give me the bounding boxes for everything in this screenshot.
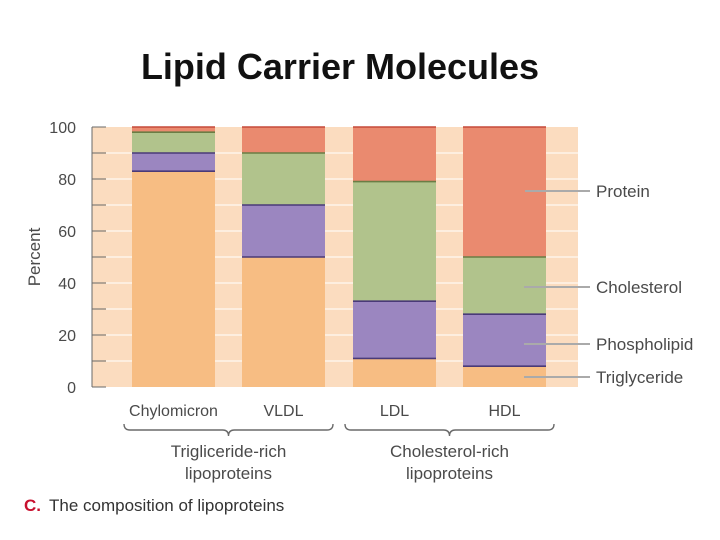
y-tick-label: 60 xyxy=(58,224,76,241)
legend-label: Cholesterol xyxy=(596,278,682,297)
caption-letter: C. xyxy=(24,496,41,515)
bar-segment-ldl-triglyceride xyxy=(353,358,436,387)
y-tick-label: 80 xyxy=(58,172,76,189)
bar-segment-ldl-cholesterol xyxy=(353,181,436,302)
y-tick-label: 20 xyxy=(58,328,76,345)
bar-segment-chylomicron-phospholipid xyxy=(132,153,215,172)
y-tick-label: 0 xyxy=(67,380,76,397)
x-tick-label: Chylomicron xyxy=(129,403,218,420)
bar-segment-hdl-cholesterol xyxy=(463,257,546,315)
legend-label: Phospholipid xyxy=(596,335,693,354)
group-bracket xyxy=(123,423,334,437)
bar-segment-chylomicron-cholesterol xyxy=(132,132,215,153)
group-label-line1: Trigliceride-rich xyxy=(171,442,287,461)
bar-segment-hdl-triglyceride xyxy=(463,366,546,387)
legend-label: Protein xyxy=(596,182,650,201)
x-tick-label: LDL xyxy=(380,403,409,420)
slide-title: Lipid Carrier Molecules xyxy=(140,46,540,87)
bar-segment-ldl-phospholipid xyxy=(353,301,436,359)
x-tick-label: VLDL xyxy=(263,403,303,420)
bar-segment-ldl-protein xyxy=(353,127,436,182)
x-tick-label: HDL xyxy=(488,403,520,420)
legend-label: Triglyceride xyxy=(596,368,683,387)
caption-text: The composition of lipoproteins xyxy=(49,496,285,515)
bar-segment-vldl-phospholipid xyxy=(242,205,325,257)
bar-segment-hdl-phospholipid xyxy=(463,314,546,367)
group-label-line1: Cholesterol-rich xyxy=(390,442,509,461)
bar-segment-vldl-triglyceride xyxy=(242,257,325,387)
y-tick-label: 100 xyxy=(49,120,76,137)
figure-caption: C. The composition of lipoproteins xyxy=(24,496,284,516)
y-tick-label: 40 xyxy=(58,276,76,293)
bar-segment-vldl-protein xyxy=(242,127,325,153)
y-axis-label: Percent xyxy=(25,227,44,286)
group-label-line2: lipoproteins xyxy=(185,464,272,483)
group-label-line2: lipoproteins xyxy=(406,464,493,483)
bar-segment-vldl-cholesterol xyxy=(242,153,325,205)
bar-segment-chylomicron-protein xyxy=(132,127,215,133)
group-bracket xyxy=(344,423,555,437)
bar-segment-chylomicron-triglyceride xyxy=(132,171,215,387)
